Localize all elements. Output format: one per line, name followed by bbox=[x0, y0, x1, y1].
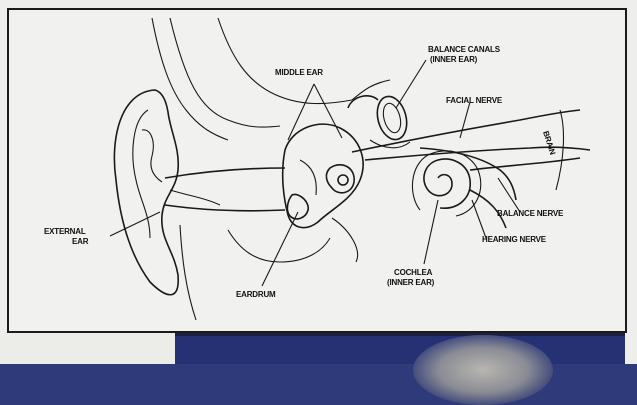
eardrum-shape bbox=[287, 194, 308, 218]
ossicle-malleus bbox=[300, 160, 316, 195]
ear-canal-top bbox=[165, 168, 285, 178]
label-balance-canals-inner: (INNER EAR) bbox=[430, 55, 478, 64]
label-external-ear-2: EAR bbox=[72, 237, 89, 246]
label-brain: BRAIN bbox=[541, 130, 557, 156]
leader-middle-ear-1 bbox=[288, 84, 314, 140]
ossicle-stapes bbox=[338, 175, 348, 185]
label-cochlea: COCHLEA bbox=[394, 268, 433, 277]
leader-middle-ear-2 bbox=[314, 84, 342, 138]
leader-cochlea bbox=[424, 200, 438, 264]
balance-canal-1 bbox=[373, 93, 411, 143]
label-middle-ear: MIDDLE EAR bbox=[275, 68, 323, 77]
cochlea-spiral bbox=[424, 159, 470, 208]
ear-canal-bottom bbox=[165, 205, 285, 211]
leader-eardrum bbox=[262, 212, 298, 286]
leader-balance-canals bbox=[396, 60, 426, 108]
neck-line bbox=[180, 225, 196, 320]
label-balance-nerve: BALANCE NERVE bbox=[497, 209, 564, 218]
label-eardrum: EARDRUM bbox=[236, 290, 276, 299]
label-facial-nerve: FACIAL NERVE bbox=[446, 96, 503, 105]
label-cochlea-inner: (INNER EAR) bbox=[387, 278, 435, 287]
label-hearing-nerve: HEARING NERVE bbox=[482, 235, 547, 244]
label-external-ear: EXTERNAL bbox=[44, 227, 86, 236]
pinna-inner bbox=[133, 110, 150, 238]
leader-hearing-nerve bbox=[472, 200, 486, 238]
nerve-bundle-2 bbox=[470, 158, 580, 170]
label-balance-canals: BALANCE CANALS bbox=[428, 45, 501, 54]
leader-facial-nerve bbox=[460, 102, 470, 138]
middle-ear-cavity bbox=[283, 124, 363, 227]
pinna bbox=[114, 90, 178, 295]
ossicle-incus bbox=[326, 165, 354, 193]
balance-canal-inner bbox=[380, 101, 403, 134]
page: MIDDLE EAR BALANCE CANALS (INNER EAR) FA… bbox=[0, 0, 637, 364]
ear-canal-hair bbox=[170, 190, 220, 205]
skull-line bbox=[218, 18, 352, 104]
pinna-fold bbox=[142, 130, 162, 182]
jaw-line bbox=[228, 230, 330, 262]
bone-lower bbox=[332, 218, 358, 262]
leader-external-ear bbox=[110, 212, 160, 236]
balance-canal-2 bbox=[348, 96, 378, 108]
leader-balance-nerve bbox=[498, 178, 520, 212]
ear-anatomy-diagram: MIDDLE EAR BALANCE CANALS (INNER EAR) FA… bbox=[0, 0, 637, 364]
